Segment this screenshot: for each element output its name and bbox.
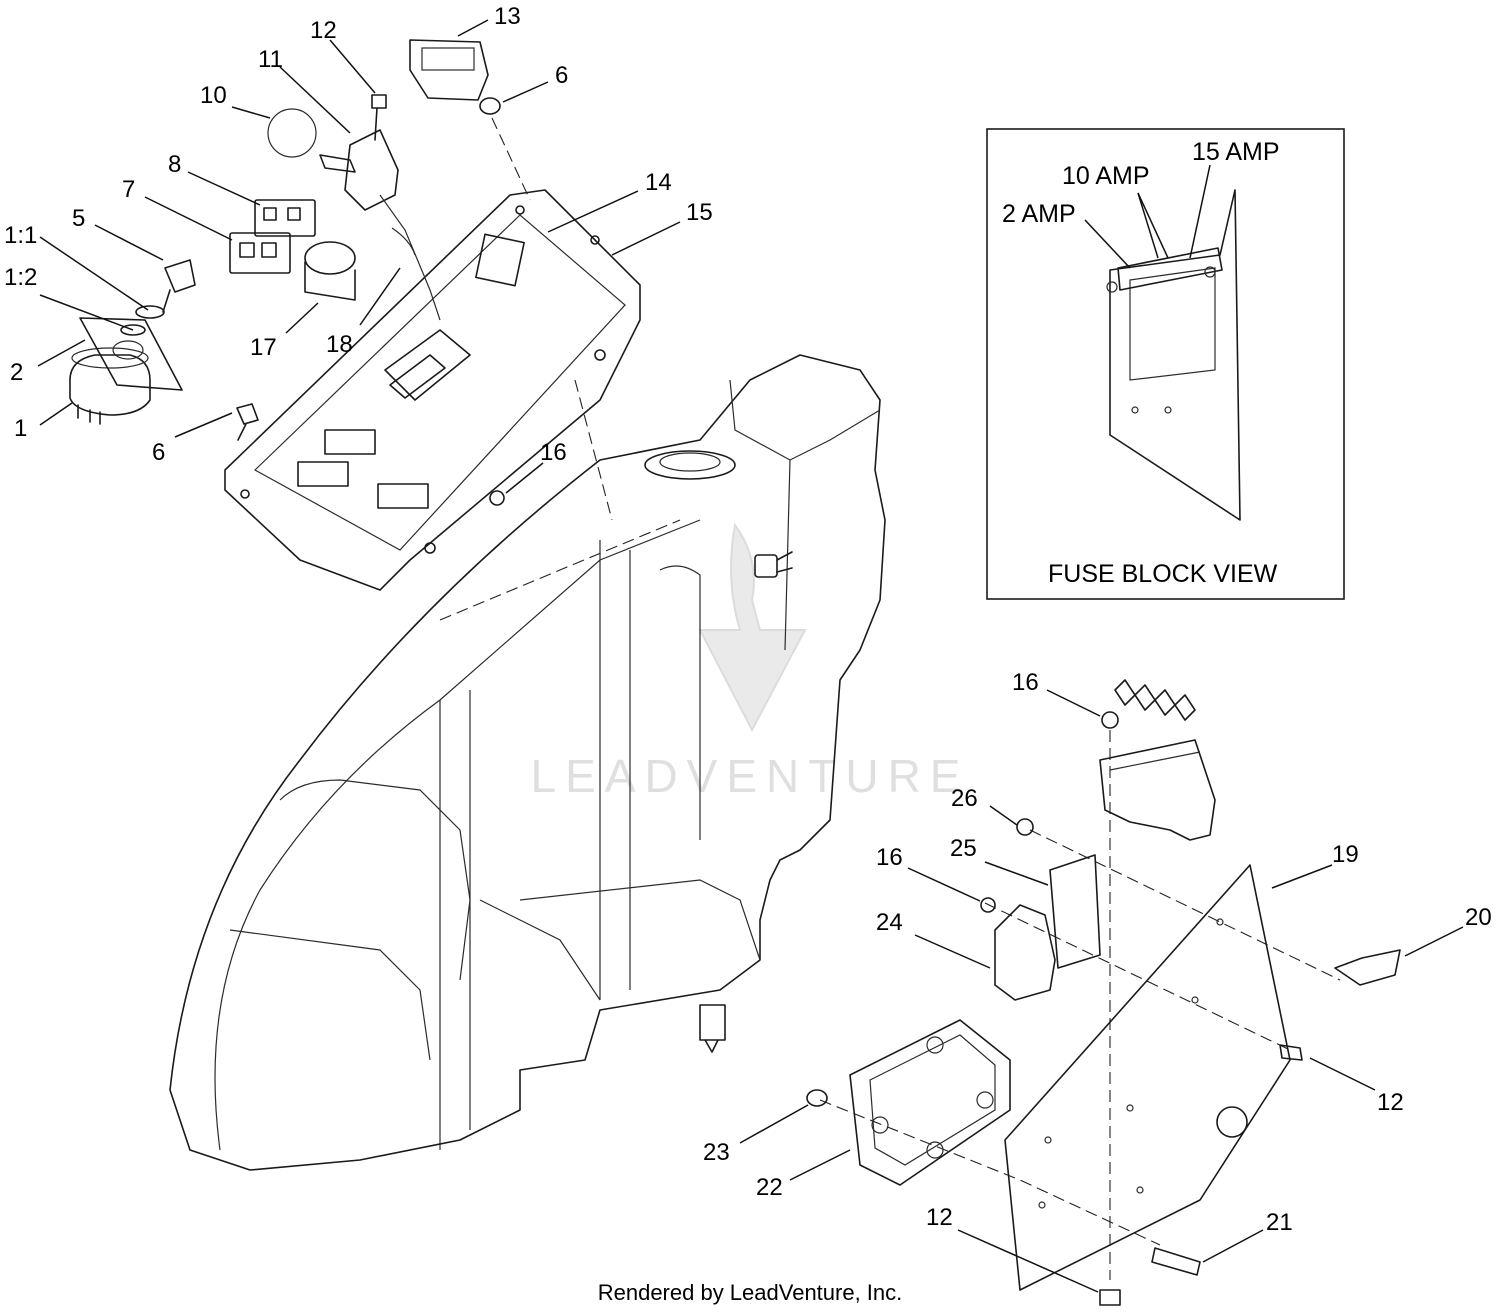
watermark-text: LEADVENTURE [531,750,970,802]
callout-10: 10 [200,82,227,109]
callout-6-left: 6 [152,439,165,466]
inset-border [986,128,1345,600]
callout-23: 23 [703,1139,730,1166]
callout-6-top: 6 [555,62,568,89]
callout-16-reg: 16 [876,844,903,871]
callout-5: 5 [72,205,85,232]
callout-12-right: 12 [1377,1089,1404,1116]
callout-11: 11 [258,46,283,73]
inset-title: FUSE BLOCK VIEW [1048,560,1278,588]
callout-leaders [37,19,1464,1293]
callout-18: 18 [326,331,353,358]
leader-15amp [1189,164,1211,259]
callout-8: 8 [168,151,181,178]
frame-body [169,354,886,1171]
callout-15: 15 [686,199,713,226]
leadventure-watermark: LEADVENTURE [531,522,970,802]
fuse-block-inset: 15 AMP 10 AMP 2 AMP FUSE BLOCK VIEW [986,128,1345,600]
ignition-components [69,39,505,506]
callout-1-1: 1:1 [4,222,37,249]
callout-1: 1 [14,415,27,442]
callout-26: 26 [951,785,978,812]
leader-10amp-a [1137,192,1159,259]
callout-25: 25 [950,835,977,862]
callout-22: 22 [756,1174,783,1201]
callout-7: 7 [122,176,135,203]
callout-21: 21 [1266,1209,1293,1236]
callout-14: 14 [645,169,672,196]
callout-20: 20 [1465,904,1492,931]
callout-1-2: 1:2 [4,264,37,291]
dash-panel [224,189,641,591]
leader-2amp [1084,219,1131,269]
callout-17: 17 [250,334,277,361]
label-2-amp: 2 AMP [1002,200,1076,228]
leader-10amp-b [1137,192,1169,259]
callout-12-bottom: 12 [926,1204,953,1231]
electrical-components [806,679,1401,1306]
callout-16-fuse: 16 [1012,669,1039,696]
label-15-amp: 15 AMP [1192,138,1280,166]
watermark-logo [698,522,807,733]
callout-2: 2 [10,359,23,386]
callout-12: 12 [310,17,337,44]
rendered-by-footer: Rendered by LeadVenture, Inc. [598,1280,903,1305]
callout-16-dash: 16 [540,439,567,466]
alignment-lines [439,117,1341,1280]
callout-19: 19 [1332,841,1359,868]
callout-13: 13 [494,3,521,30]
label-10-amp: 10 AMP [1062,162,1150,190]
callout-numbers: 1 1:1 1:2 2 5 7 8 10 11 12 13 6 14 15 17… [4,3,1492,1236]
callout-24: 24 [876,909,903,936]
